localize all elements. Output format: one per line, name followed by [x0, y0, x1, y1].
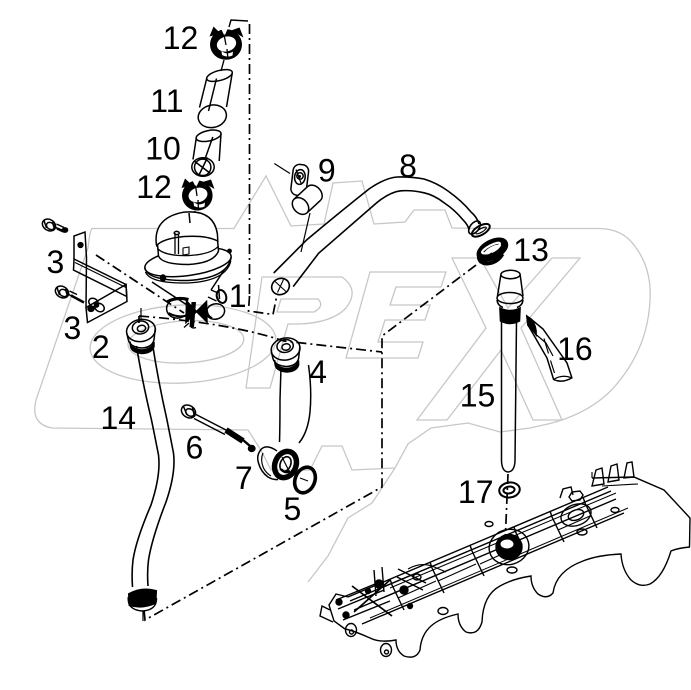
svg-text:17: 17 [458, 474, 494, 510]
svg-text:15: 15 [460, 377, 496, 413]
svg-text:6: 6 [186, 429, 204, 465]
svg-text:5: 5 [284, 491, 302, 527]
svg-text:10: 10 [145, 130, 181, 166]
svg-text:16: 16 [557, 331, 593, 367]
svg-text:12: 12 [163, 20, 199, 56]
svg-text:1: 1 [229, 278, 247, 314]
svg-text:7: 7 [235, 460, 253, 496]
svg-text:13: 13 [513, 232, 549, 268]
svg-text:4: 4 [309, 354, 327, 390]
svg-text:12: 12 [136, 169, 172, 205]
svg-text:3: 3 [64, 310, 82, 346]
svg-text:2: 2 [92, 329, 110, 365]
svg-text:11: 11 [150, 83, 183, 119]
svg-text:8: 8 [399, 148, 417, 184]
svg-text:3: 3 [47, 244, 65, 280]
svg-text:9: 9 [318, 152, 336, 188]
svg-text:14: 14 [101, 400, 137, 436]
